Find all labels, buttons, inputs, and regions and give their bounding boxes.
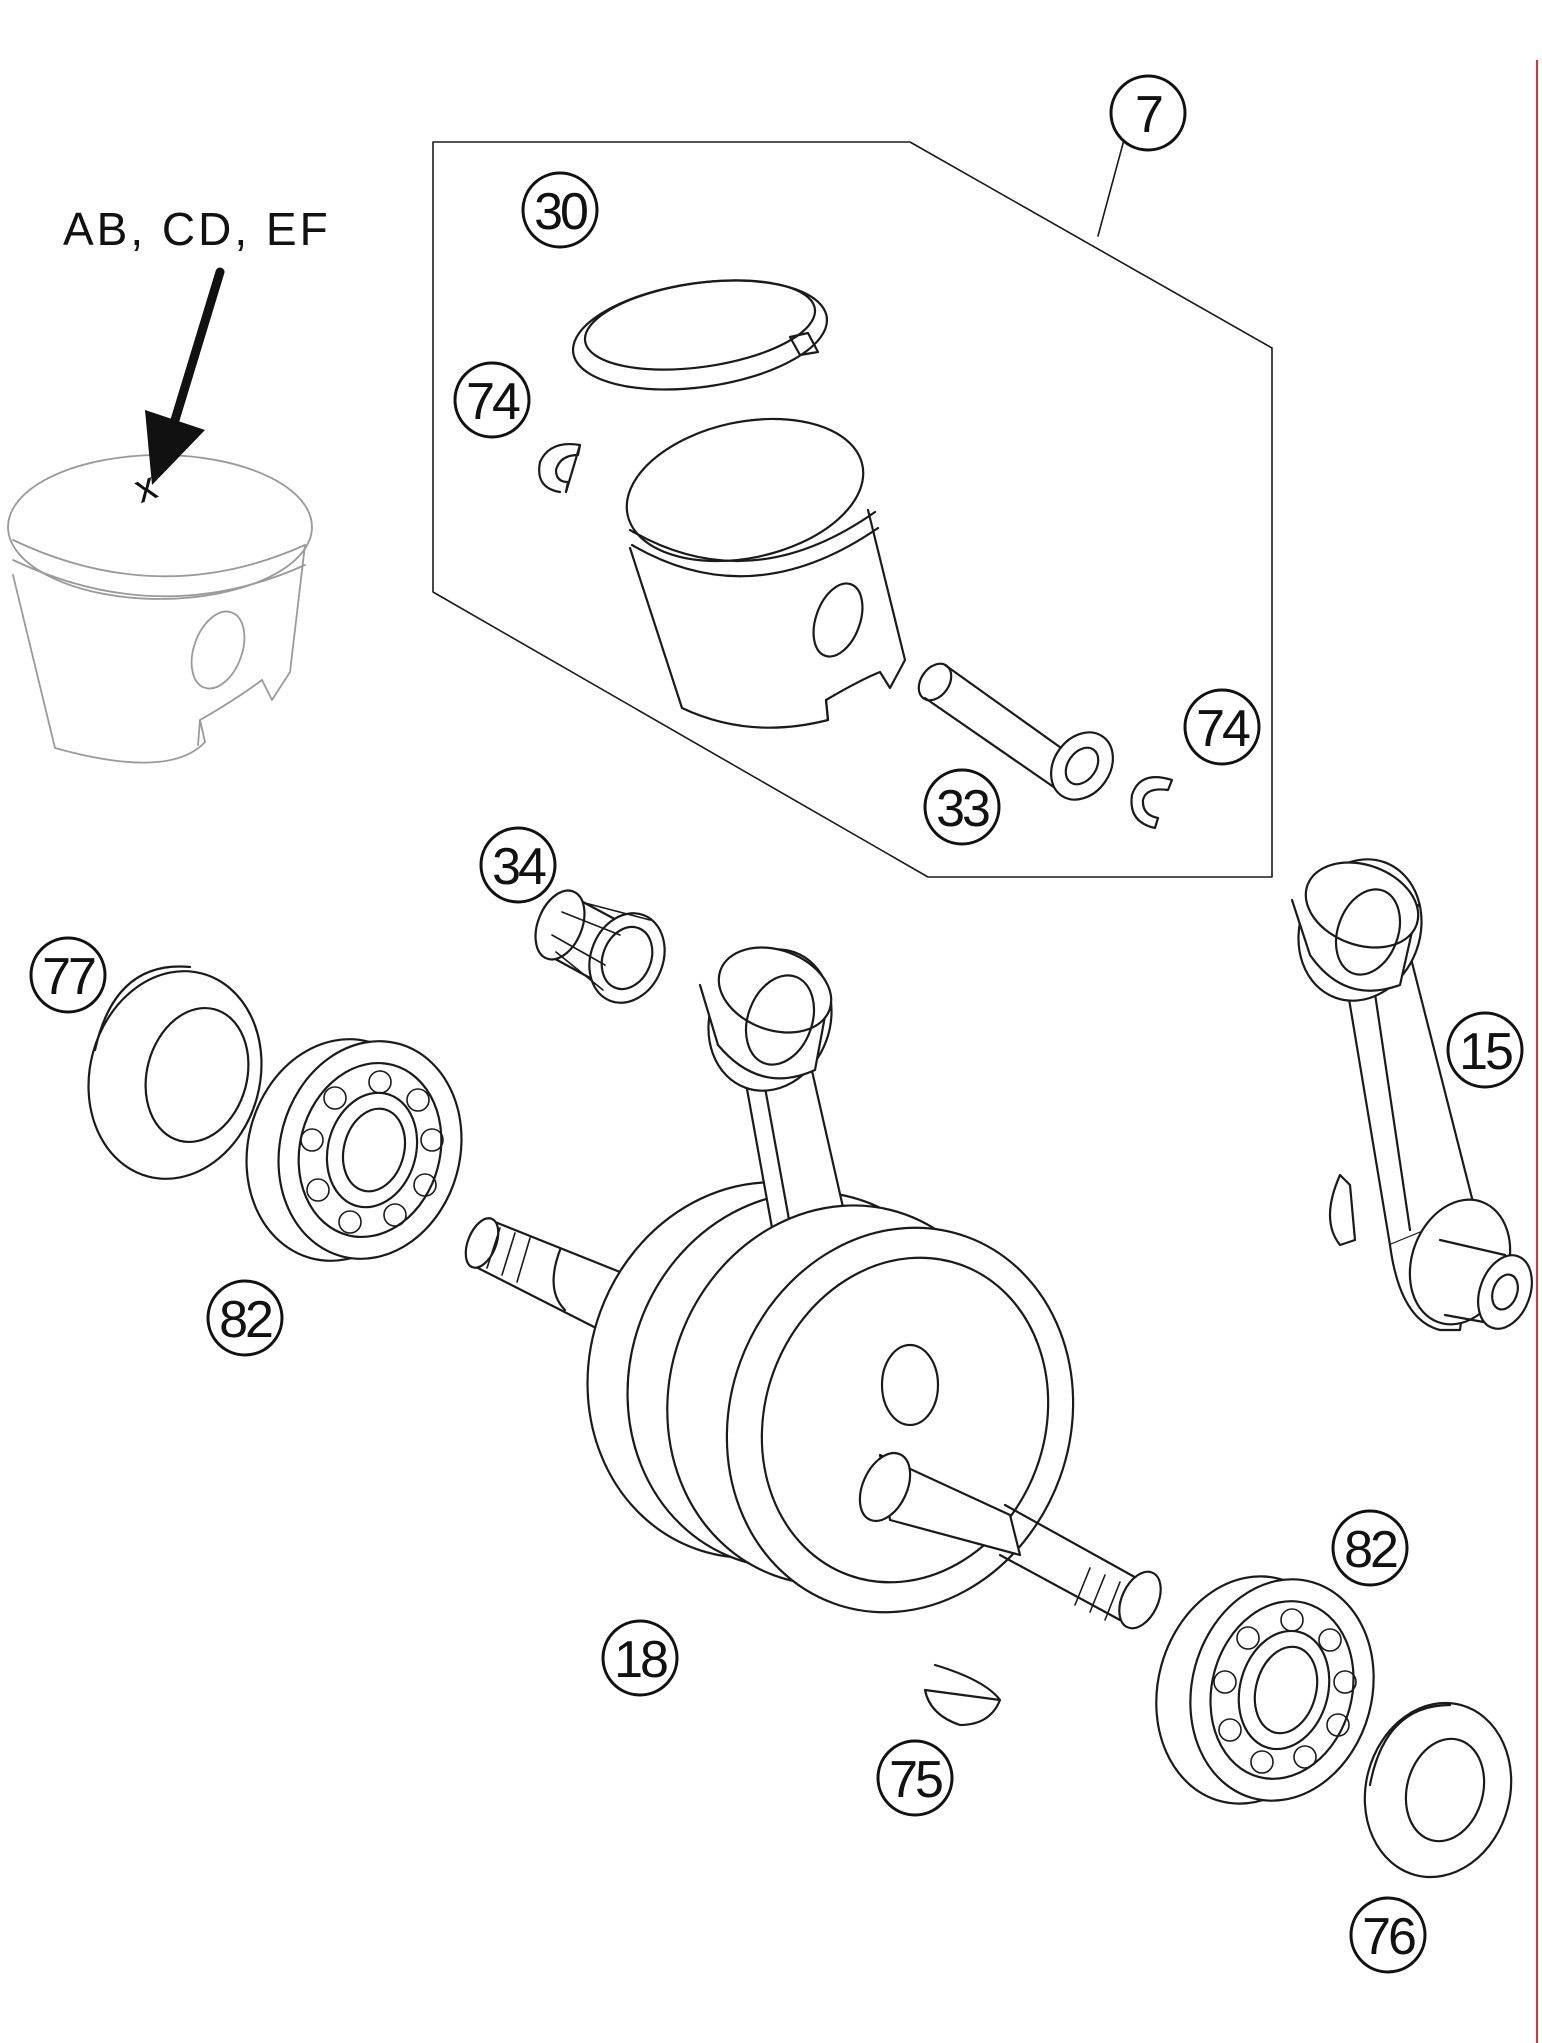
piston-ring — [571, 279, 829, 391]
callout-7: 7 — [1109, 74, 1187, 152]
svg-text:34: 34 — [492, 838, 546, 896]
svg-text:33: 33 — [936, 780, 989, 838]
callout-74-right: 74 — [1183, 688, 1261, 766]
woodruff-key — [923, 1663, 1002, 1727]
callout-76: 76 — [1349, 1896, 1427, 1974]
svg-text:74: 74 — [1196, 700, 1250, 758]
callout-77: 77 — [29, 936, 107, 1014]
callout-30: 30 — [521, 171, 599, 249]
svg-text:74: 74 — [466, 373, 520, 431]
callout-82-left: 82 — [206, 1279, 284, 1357]
connecting-rod-assembly — [1290, 858, 1533, 1332]
callout-18: 18 — [601, 1619, 679, 1697]
svg-text:76: 76 — [1362, 1908, 1415, 1966]
needle-bearing — [534, 889, 666, 1004]
callout-33: 33 — [923, 768, 1001, 846]
svg-text:7: 7 — [1135, 86, 1162, 144]
marking-arrow — [145, 267, 225, 485]
callout-34: 34 — [479, 826, 557, 904]
callout-15: 15 — [1446, 1011, 1524, 1089]
piston-kit-frame — [432, 124, 1273, 878]
svg-text:30: 30 — [534, 183, 587, 241]
svg-text:77: 77 — [42, 948, 95, 1006]
shaft-seal-left — [87, 965, 263, 1180]
svg-text:15: 15 — [1459, 1023, 1512, 1081]
shaft-seal-right — [1363, 1701, 1513, 1879]
circlip-right — [1130, 776, 1174, 830]
svg-text:18: 18 — [614, 1631, 667, 1689]
marking-label: AB, CD, EF — [63, 203, 331, 255]
crankshaft — [464, 946, 1162, 1630]
piston — [625, 417, 907, 729]
piston-pin — [917, 662, 1114, 801]
svg-text:75: 75 — [889, 1751, 942, 1809]
circlip-left — [538, 443, 582, 494]
ball-bearing-right — [1155, 1575, 1375, 1805]
svg-text:82: 82 — [1344, 1521, 1397, 1579]
callout-75: 75 — [876, 1739, 954, 1817]
reference-piston — [7, 454, 313, 764]
callout-74-left: 74 — [453, 361, 531, 439]
callout-82-right: 82 — [1331, 1509, 1409, 1587]
ball-bearing-left — [245, 1038, 463, 1262]
svg-text:82: 82 — [219, 1291, 272, 1349]
